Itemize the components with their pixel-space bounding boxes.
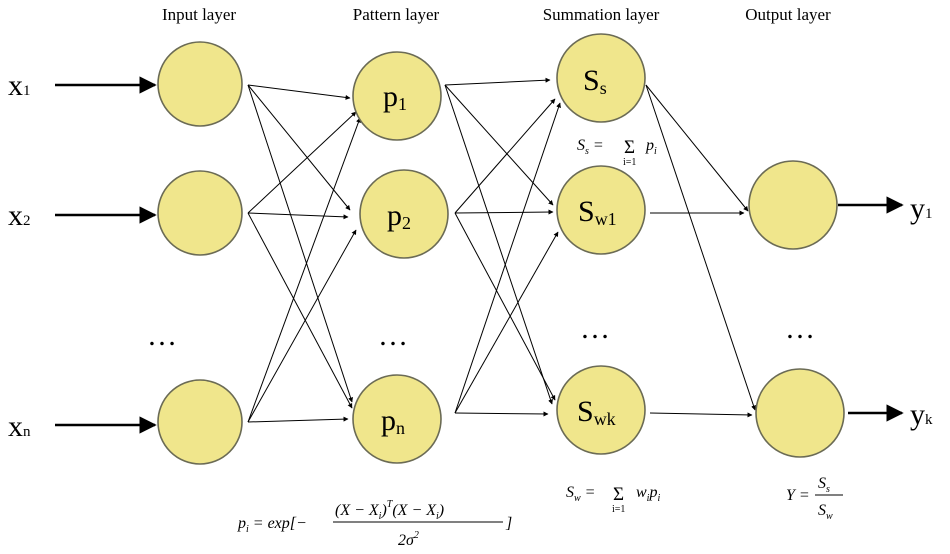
input-ellipsis: … <box>147 319 179 352</box>
svg-text:Σ: Σ <box>613 484 624 505</box>
input-label-x1: x1 <box>8 69 31 102</box>
input-arrows <box>55 76 157 434</box>
summation-layer-title: Summation layer <box>543 5 660 24</box>
pattern-node-pn <box>352 374 442 464</box>
svg-text:wipi: wipi <box>636 484 660 504</box>
svg-text:Sw: Sw <box>818 502 833 522</box>
svg-text:Ss: Ss <box>818 475 830 495</box>
summation-node-swk <box>556 365 646 455</box>
equation-pi: pi= exp[− (X − Xi)T(X − Xi) 2σ2 ] <box>237 499 512 549</box>
svg-text:i=1: i=1 <box>612 504 625 515</box>
pattern-ellipsis: … <box>378 319 410 352</box>
output-label-y1: y1 <box>910 192 933 225</box>
input-node-1 <box>157 41 243 127</box>
input-to-pattern-connections <box>247 84 361 423</box>
input-layer-title: Input layer <box>162 5 236 24</box>
equation-y: Y = Ss Sw <box>786 475 843 522</box>
pattern-node-p1 <box>352 51 442 141</box>
svg-text:Y =: Y = <box>786 487 810 504</box>
input-label-xn: xn <box>8 410 31 443</box>
svg-text:Ss=: Ss= <box>577 137 604 157</box>
input-node-n <box>157 379 243 465</box>
equation-sw: Sw= Σ i=1 wipi <box>566 484 660 515</box>
output-ellipsis: … <box>785 312 817 345</box>
output-node-k <box>755 368 845 458</box>
svg-text:]: ] <box>505 515 512 532</box>
svg-text:Σ: Σ <box>624 137 635 158</box>
summation-node-swk-label: Swk <box>577 395 616 429</box>
input-label-x2: x2 <box>8 199 31 232</box>
svg-text:(X − Xi)T(X − Xi): (X − Xi)T(X − Xi) <box>335 499 444 522</box>
summation-ellipsis: … <box>580 312 612 345</box>
input-node-2 <box>157 170 243 256</box>
pattern-to-summation-connections <box>444 77 561 417</box>
output-layer-title: Output layer <box>745 5 831 24</box>
pattern-node-p1-label: p1 <box>383 80 407 114</box>
pattern-node-p2 <box>359 169 449 259</box>
svg-text:Sw=: Sw= <box>566 484 595 504</box>
svg-text:pi: pi <box>645 137 657 157</box>
summation-node-sw1 <box>556 165 646 255</box>
summation-node-sw1-label: Sw1 <box>578 195 617 229</box>
output-arrows <box>838 196 904 422</box>
pattern-layer-title: Pattern layer <box>353 5 440 24</box>
svg-text:2σ2: 2σ2 <box>398 530 419 549</box>
output-node-1 <box>748 160 838 250</box>
equation-ss: Ss= Σ i=1 pi <box>577 137 657 168</box>
svg-text:i=1: i=1 <box>623 157 636 168</box>
svg-text:pi= exp[−: pi= exp[− <box>237 515 307 535</box>
summation-to-output-connections <box>645 84 756 418</box>
output-label-yk: yk <box>910 398 933 431</box>
summation-node-ss-label: Ss <box>583 64 607 98</box>
pattern-node-pn-label: pn <box>381 404 405 438</box>
pattern-node-p2-label: p2 <box>387 199 411 233</box>
summation-node-ss <box>556 33 646 123</box>
